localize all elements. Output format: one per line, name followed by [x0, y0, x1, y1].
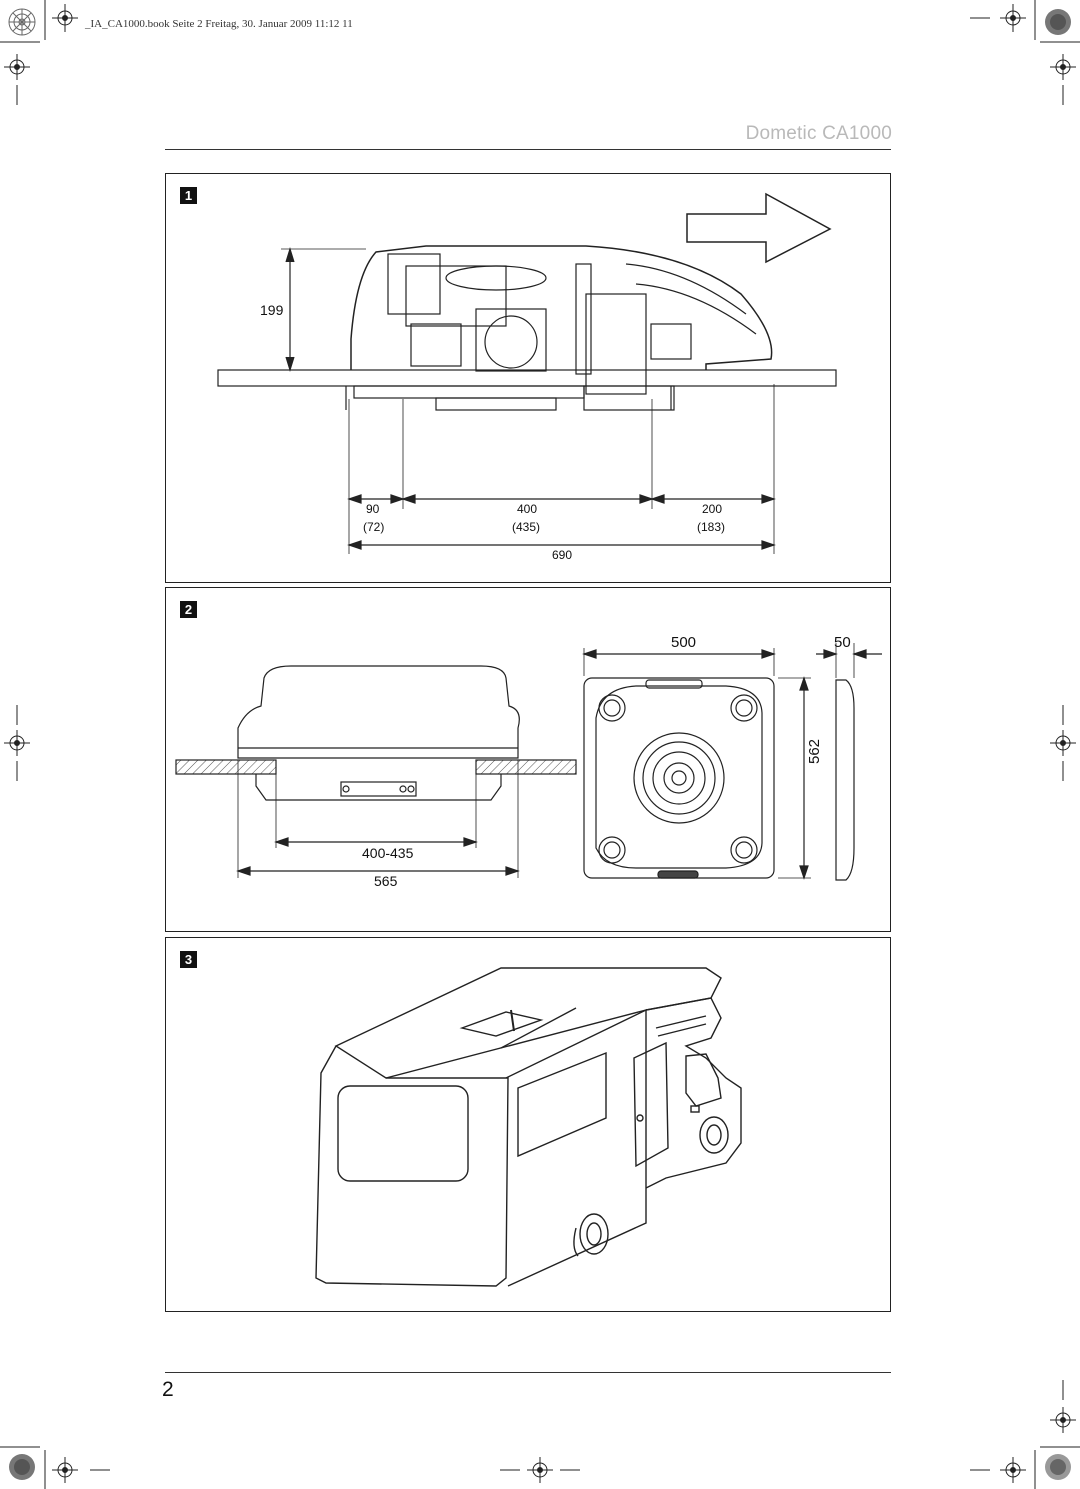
total-dimension: 690 [552, 548, 573, 562]
print-header: _IA_CA1000.book Seite 2 Freitag, 30. Jan… [85, 18, 353, 30]
registration-mark-icon [1000, 4, 1026, 32]
dimension-value: 200 [702, 502, 723, 516]
footer-rule [165, 1372, 891, 1373]
dimension-alt: (435) [512, 520, 541, 534]
registration-mark-icon [52, 1457, 78, 1483]
side-door [633, 1041, 669, 1168]
side-depth-dimension: 50 [834, 634, 851, 651]
side-window [517, 1051, 607, 1158]
figure-1-panel: 1 [165, 173, 891, 583]
registration-mark-icon [1050, 54, 1076, 80]
dimension-alt: (72) [363, 520, 385, 534]
registration-mark-icon [1000, 1457, 1026, 1483]
wheel [579, 1213, 609, 1255]
wheel [699, 1116, 729, 1154]
unit-top-view [583, 677, 775, 879]
outer-width-dimension: 565 [374, 873, 398, 889]
figure-number: 3 [180, 951, 197, 968]
registration-mark-icon [52, 4, 78, 32]
dimension-alt: (183) [697, 520, 726, 534]
figure-number: 1 [180, 187, 197, 204]
dimension-value: 400 [517, 502, 538, 516]
motorhome-drawing [315, 967, 742, 1287]
registration-mark-icon [4, 730, 30, 756]
housing-outline [350, 245, 773, 370]
page-number: 2 [162, 1378, 174, 1401]
inner-width-dimension: 400-435 [362, 845, 414, 861]
direction-arrow-icon [686, 192, 832, 264]
figure-2-panel: 2 [165, 587, 891, 932]
color-bar-icon [9, 9, 1071, 1480]
height-dimension: 562 [806, 738, 823, 764]
cab-window [685, 1053, 722, 1107]
registration-mark-icon [1050, 730, 1076, 756]
brand-title: Dometic CA1000 [745, 123, 892, 144]
dimension-value: 90 [366, 502, 380, 516]
header-rule [165, 149, 891, 150]
roof-opening [459, 1011, 544, 1037]
rear-window [337, 1085, 469, 1182]
top-width-dimension: 500 [671, 634, 697, 651]
registration-mark-icon [4, 54, 30, 80]
unit-side-view [237, 665, 520, 759]
height-dimension: 199 [260, 302, 284, 318]
installation-drawing [175, 643, 882, 881]
figure-3-panel: 3 [165, 937, 891, 1312]
registration-mark-icon [1050, 1407, 1076, 1433]
cross-section-drawing [217, 192, 837, 554]
registration-mark-icon [527, 1457, 553, 1483]
figure-number: 2 [180, 601, 197, 618]
